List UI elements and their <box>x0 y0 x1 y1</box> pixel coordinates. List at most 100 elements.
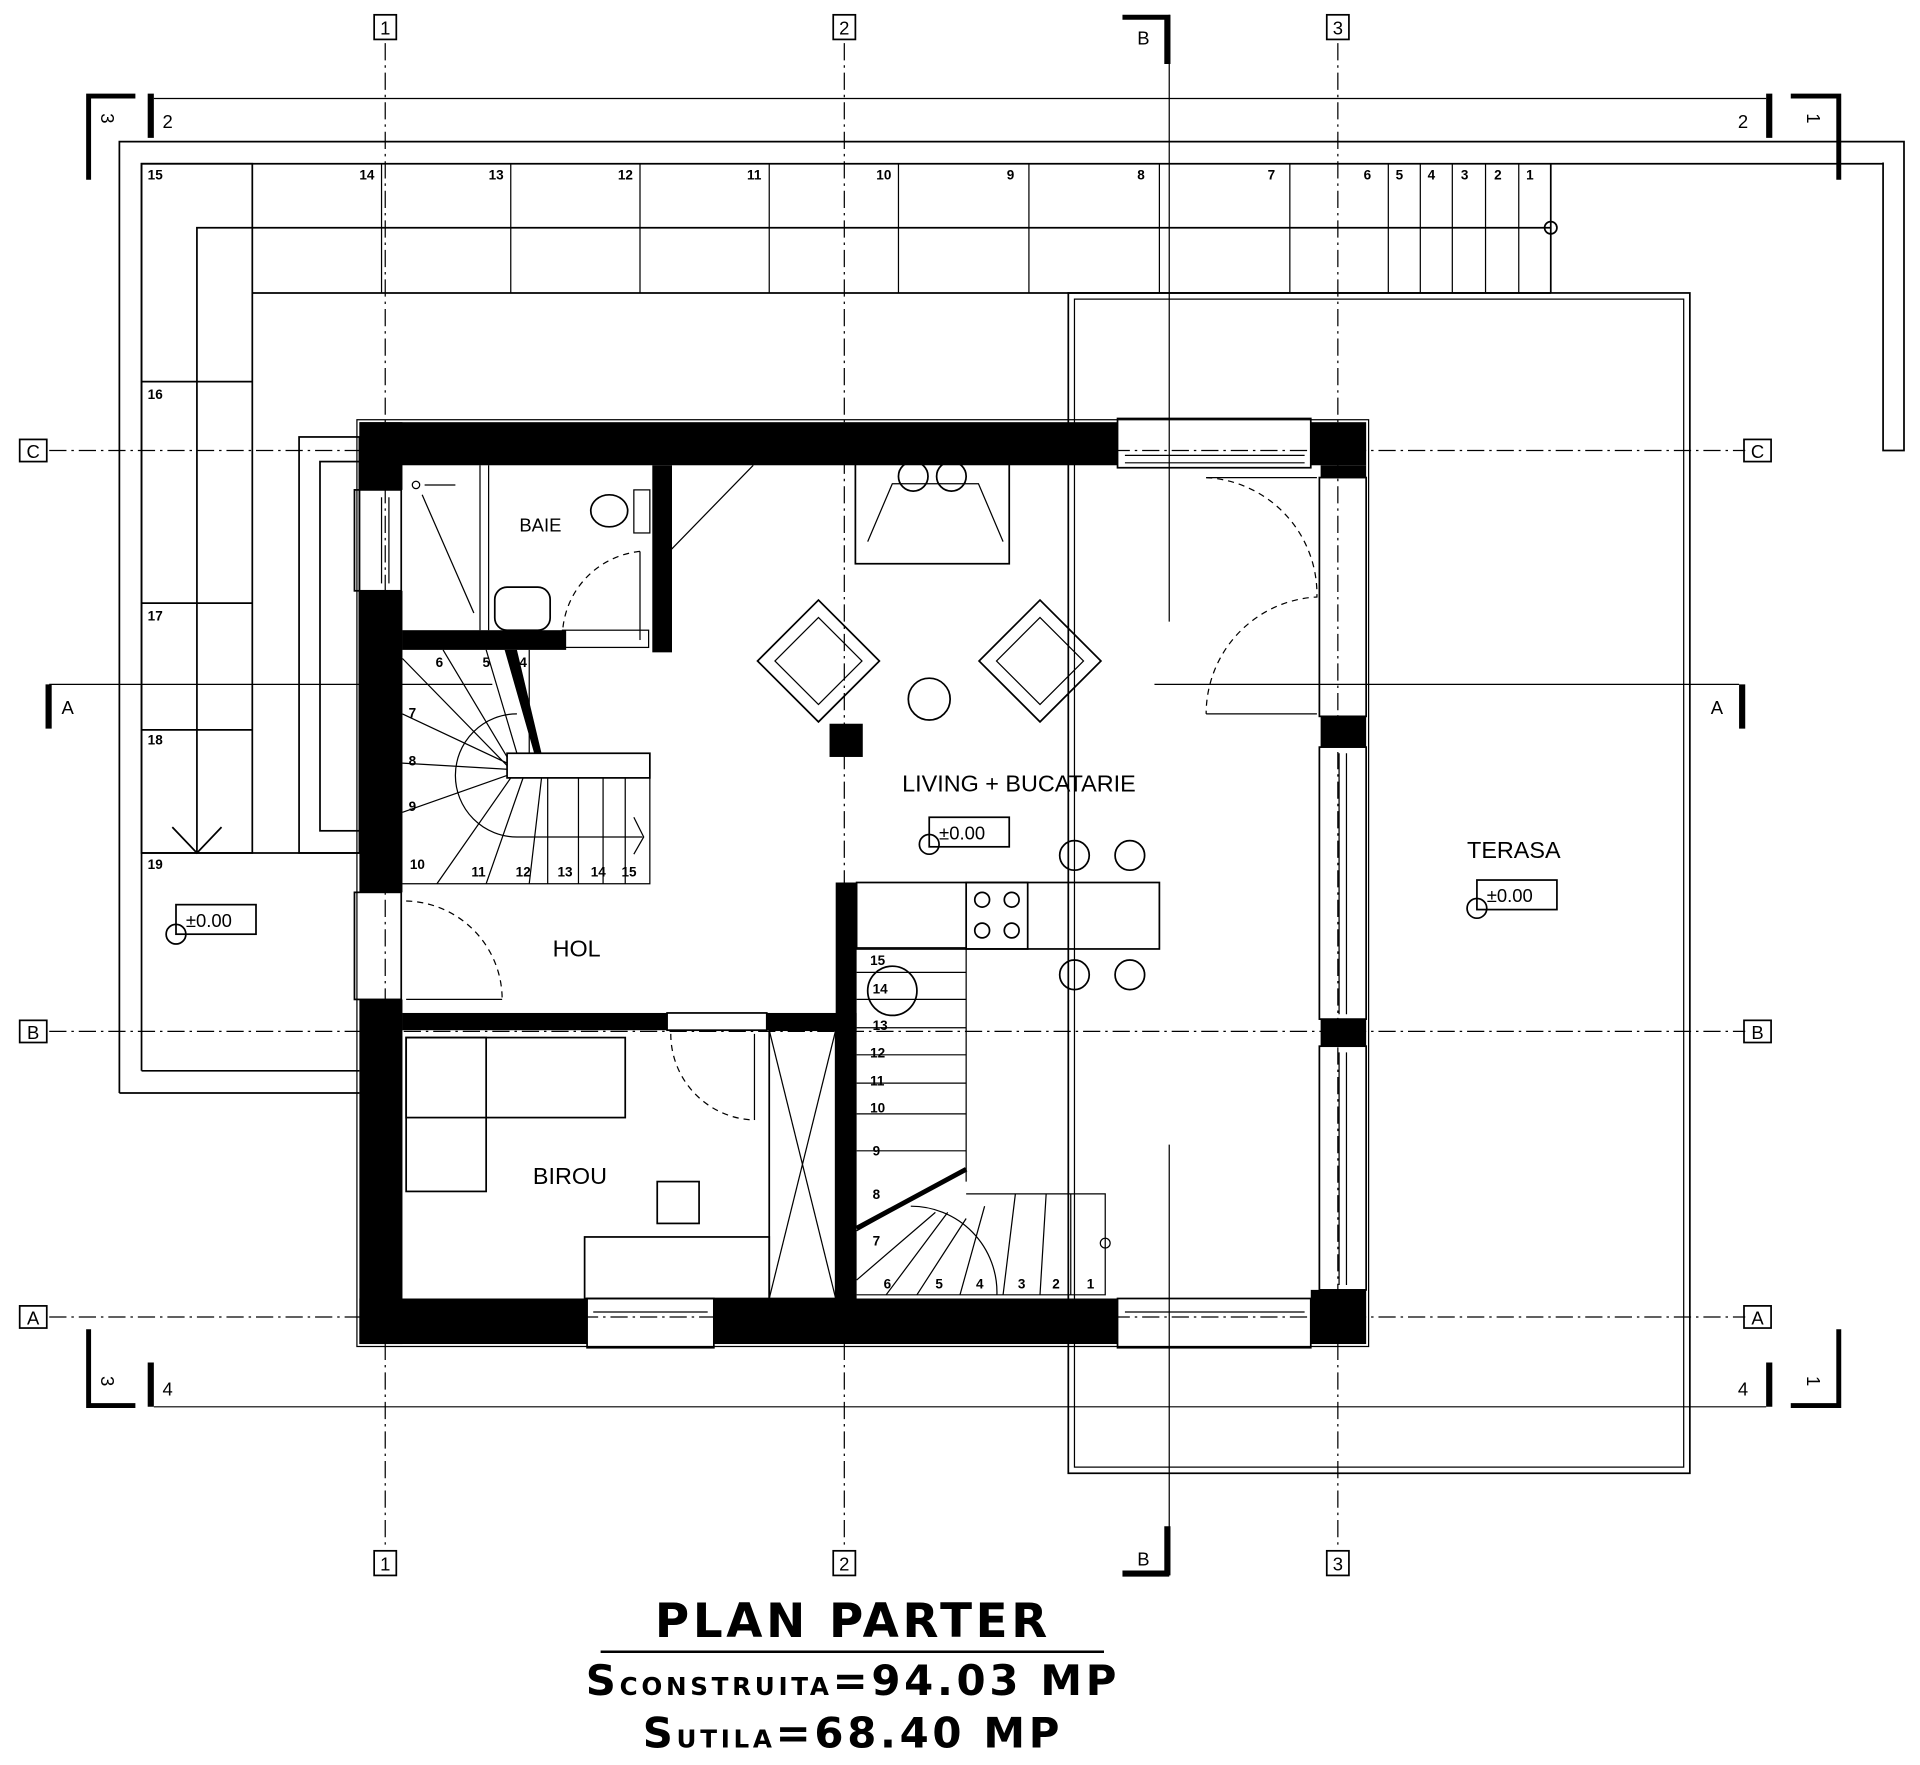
built-area: SCONSTRUITA=94.03 MP <box>586 1656 1120 1705</box>
living-staircase <box>855 947 1111 1296</box>
step-number: 7 <box>873 1234 881 1249</box>
svg-text:±0.00: ±0.00 <box>186 910 232 931</box>
step-number: 6 <box>884 1277 892 1292</box>
grid-label: 3 <box>1333 18 1343 39</box>
step-number: 11 <box>870 1074 885 1089</box>
windows <box>353 417 1368 1349</box>
grid-bubble <box>1325 1549 1350 1577</box>
stool-icon <box>1058 839 1091 872</box>
toilet-icon <box>589 493 629 528</box>
step-number: 1 <box>1087 1277 1095 1292</box>
step-number: 4 <box>519 655 527 670</box>
section-a-label: A <box>62 697 75 718</box>
grid-label: C <box>1751 441 1764 462</box>
desk-icon <box>583 1236 771 1300</box>
step-number: 6 <box>436 655 444 670</box>
room-label-living: LIVING + BUCATARIE <box>902 770 1136 796</box>
grid-bubble <box>1743 438 1772 463</box>
grid-label: B <box>27 1022 39 1043</box>
grid-bubble <box>1743 1019 1772 1044</box>
section-mark: 1 <box>1803 1376 1824 1386</box>
grid-bubble <box>18 1305 48 1329</box>
step-number: 15 <box>870 953 886 968</box>
section-a-label: A <box>1711 697 1724 718</box>
room-label-hol: HOL <box>553 935 601 961</box>
armchair-icon <box>756 598 881 724</box>
step-number: 4 <box>1428 168 1436 183</box>
elevation-mark: ±0.00 <box>165 903 257 945</box>
stool-icon <box>1114 959 1146 991</box>
section-mark: 4 <box>1738 1379 1748 1400</box>
step-number: 12 <box>618 168 633 183</box>
step-number: 6 <box>1364 168 1372 183</box>
svg-text:±0.00: ±0.00 <box>939 822 985 843</box>
section-marks: 2 2 4 4 3 3 1 1 A A B B <box>62 27 1824 1569</box>
step-number: 16 <box>148 387 164 402</box>
step-number: 15 <box>622 864 638 879</box>
step-number: 14 <box>591 864 607 879</box>
plan-title: PLAN PARTER <box>655 1595 1051 1649</box>
step-number: 2 <box>1494 168 1502 183</box>
coffee-table-icon <box>907 677 952 721</box>
step-number: 11 <box>471 864 486 879</box>
wardrobe-icon <box>768 1029 837 1300</box>
useful-area: SUTILA=68.40 MP <box>643 1709 1063 1758</box>
step-number: 8 <box>409 754 417 769</box>
room-label-terasa: TERASA <box>1467 837 1561 863</box>
step-number: 9 <box>1007 168 1015 183</box>
step-number: 18 <box>148 733 164 748</box>
step-number: 7 <box>1268 168 1276 183</box>
section-b-label: B <box>1137 27 1149 48</box>
furniture <box>405 454 1161 1300</box>
section-mark: 3 <box>97 113 118 123</box>
step-number: 3 <box>1461 168 1469 183</box>
elevation-mark: ±0.00 <box>918 816 1011 856</box>
section-mark: 4 <box>162 1379 172 1400</box>
grid-label: B <box>1751 1022 1763 1043</box>
step-number: 19 <box>148 857 164 872</box>
step-number: 3 <box>1018 1277 1026 1292</box>
step-number: 8 <box>1137 168 1145 183</box>
grid-bubble <box>832 13 857 41</box>
sink-icon <box>493 586 552 632</box>
section-mark: 2 <box>1738 111 1748 132</box>
section-mark: 3 <box>97 1376 118 1386</box>
room-label-birou: BIROU <box>533 1163 607 1189</box>
section-mark: 2 <box>162 111 172 132</box>
step-number: 17 <box>148 608 163 623</box>
step-number: 12 <box>516 864 531 879</box>
step-number: 13 <box>489 168 505 183</box>
step-number: 4 <box>976 1277 984 1292</box>
step-number: 1 <box>1526 168 1534 183</box>
grid-label: A <box>27 1307 40 1328</box>
step-number: 15 <box>148 168 164 183</box>
step-number: 5 <box>482 655 490 670</box>
grid-bubble <box>373 13 398 41</box>
grid-label: 2 <box>839 18 849 39</box>
grid-label: 1 <box>380 1553 390 1574</box>
armchair-icon <box>977 598 1103 724</box>
grid-bubble <box>1325 13 1350 41</box>
step-number: 10 <box>410 857 425 872</box>
step-number: 7 <box>409 706 417 721</box>
title-block: PLAN PARTER SCONSTRUITA=94.03 MP SUTILA=… <box>586 1595 1120 1758</box>
step-number: 2 <box>1052 1277 1060 1292</box>
step-number: 14 <box>359 168 375 183</box>
step-number: 13 <box>558 864 574 879</box>
grid-bubble <box>18 438 48 463</box>
step-number: 9 <box>409 799 417 814</box>
step-number: 14 <box>873 981 889 996</box>
grid-bubble <box>1743 1305 1772 1329</box>
step-number: 8 <box>873 1187 881 1202</box>
stool-icon <box>1058 959 1091 991</box>
grid-label: C <box>27 441 40 462</box>
grid-label: A <box>1751 1307 1764 1328</box>
step-number: 5 <box>935 1277 943 1292</box>
grid-label: 2 <box>839 1553 849 1574</box>
hall-staircase <box>402 649 651 885</box>
svg-text:±0.00: ±0.00 <box>1487 885 1533 906</box>
room-label-baie: BAIE <box>519 515 561 536</box>
step-number: 9 <box>873 1144 881 1159</box>
